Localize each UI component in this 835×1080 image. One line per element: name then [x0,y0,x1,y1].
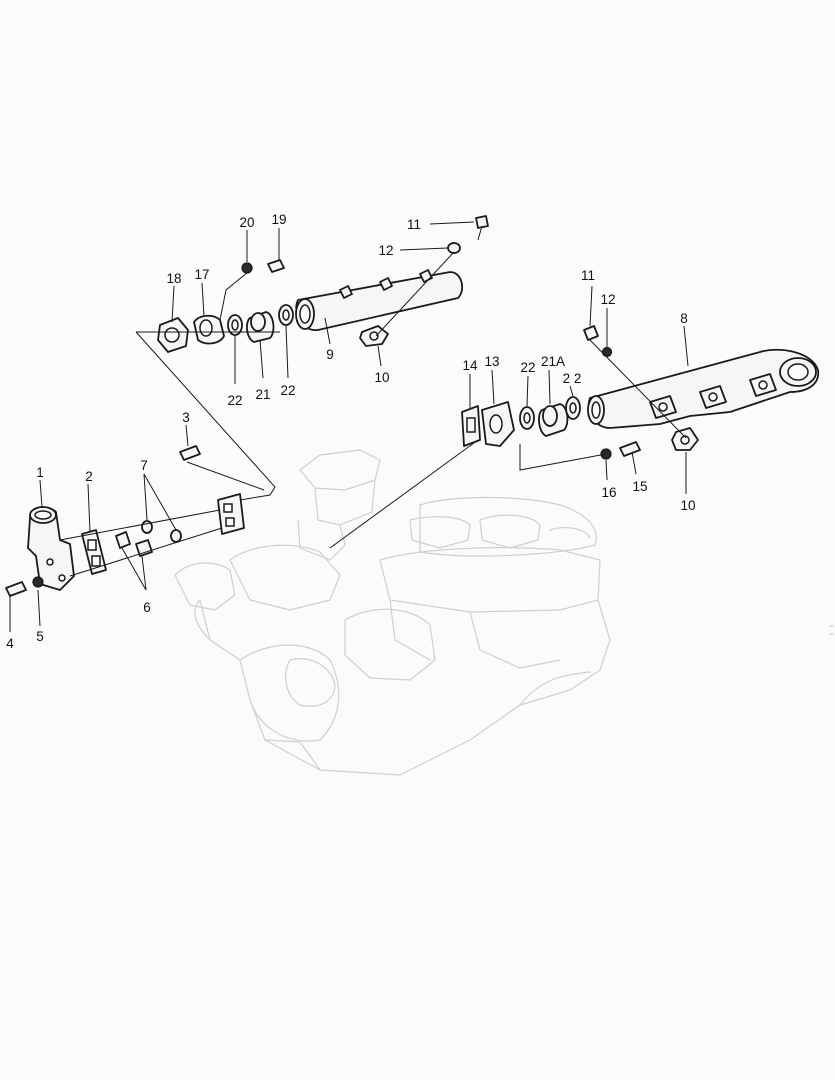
callout-10-upper: 10 [374,370,389,385]
part-10-gasket-right [671,427,699,451]
part-20-nut [241,262,253,274]
mounting-flange [217,493,245,535]
part-3-bolt [179,445,201,461]
callout-21A: 21A [541,354,565,369]
part-10-gasket-upper [359,325,389,347]
part-11-bolt-upper [475,215,489,241]
callout-19: 19 [271,212,286,227]
callout-2: 2 [85,469,93,484]
callout-6: 6 [143,600,151,615]
callout-5: 5 [36,629,44,644]
part-19-bolt [267,259,285,273]
part-22-ring-right [278,304,294,326]
callout-7: 7 [140,458,148,473]
callout-3: 3 [182,410,190,425]
part-21-sleeve [246,311,275,343]
callout-22-d: 2 2 [563,371,582,386]
callout-4: 4 [6,636,14,651]
callout-22-c: 22 [520,360,535,375]
edge-marks [829,625,834,635]
callout-8: 8 [680,311,688,326]
part-17-elbow [193,314,225,345]
callout-16: 16 [601,485,616,500]
callout-10-right: 10 [680,498,695,513]
upper-manifold-group [157,215,489,353]
part-12-washer-right [601,346,613,358]
callout-20: 20 [239,215,254,230]
part-18-flange [157,317,189,353]
callout-11-upper: 11 [407,217,421,232]
part-12-washer-upper [447,242,461,254]
right-manifold-group [461,325,820,460]
part-7-orings [141,520,182,543]
callout-14: 14 [462,358,478,373]
callout-11-right: 11 [581,268,595,283]
callout-22-a: 22 [227,393,242,408]
callout-22-b: 22 [280,383,295,398]
part-15-bolt [619,441,641,457]
callout-21: 21 [255,387,270,402]
callout-15: 15 [632,479,647,494]
part-8-manifold [587,348,820,429]
callout-leaders [9,221,689,632]
part-14-gasket [461,405,481,447]
part-11-bolt-right [583,325,599,341]
callout-18: 18 [166,271,181,286]
part-22-ring-r2 [565,396,581,420]
engine-block-ghost [174,449,611,776]
callout-17: 17 [194,267,209,282]
callout-12-right: 12 [600,292,615,307]
left-lower-group [5,445,245,597]
part-22-ring-r1 [519,406,535,430]
callout-12-upper: 12 [378,243,393,258]
part-6-fitting [115,531,153,557]
callout-9: 9 [326,347,334,362]
part-2-gasket [81,529,107,575]
part-13-elbow [481,401,515,447]
part-5-washer [32,576,44,588]
part-22-ring-left [227,314,243,336]
callout-labels: 1 2 3 4 5 6 7 8 9 10 10 11 11 12 12 13 1… [6,212,695,651]
assembly-lines [59,251,687,577]
part-21A-sleeve [538,403,569,437]
part-9-manifold [295,269,464,331]
part-4-bolt [5,581,27,597]
callout-1: 1 [36,465,44,480]
callout-13: 13 [484,354,499,369]
